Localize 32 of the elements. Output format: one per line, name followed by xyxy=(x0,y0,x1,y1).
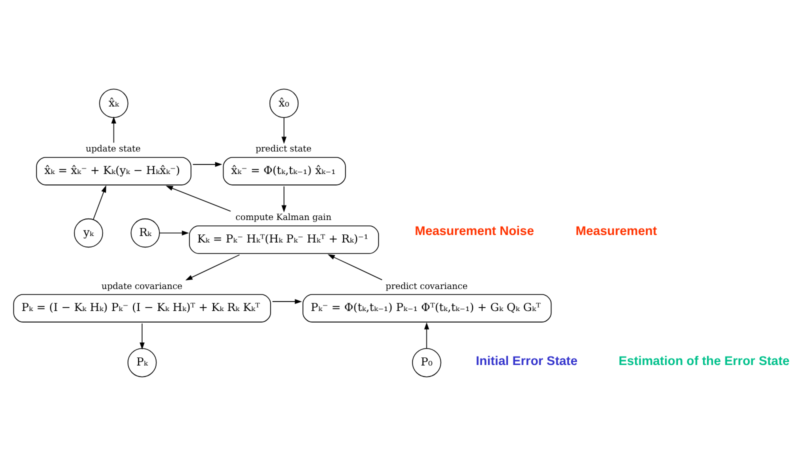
label: Estimation of the Error State xyxy=(618,354,790,368)
arrow xyxy=(159,230,189,236)
node-label: update state xyxy=(86,144,141,155)
node-circle: x̂ₖ xyxy=(99,88,128,118)
node-circle: Rₖ xyxy=(130,218,160,248)
arrow xyxy=(111,116,116,144)
arrow xyxy=(328,254,382,280)
node-circle: x̂₀ xyxy=(269,88,299,118)
node-box: Kₖ = Pₖ⁻ Hₖᵀ(Hₖ Pₖ⁻ Hₖᵀ + Rₖ)⁻¹ xyxy=(189,226,379,254)
node-box: Pₖ = (I − Kₖ Hₖ) Pₖ⁻ (I − Kₖ Hₖ)ᵀ + Kₖ Rₖ Kₖᵀ xyxy=(13,294,271,322)
node-label: compute Kalman gain xyxy=(236,213,332,224)
arrow xyxy=(185,254,240,280)
arrow xyxy=(282,117,286,144)
node-box: x̂ₖ = x̂ₖ⁻ + Kₖ(yₖ − Hₖx̂ₖ⁻) xyxy=(36,156,192,186)
node-label: predict covariance xyxy=(386,282,468,292)
arrow xyxy=(282,186,286,212)
node-box: x̂ₖ⁻ = Φ(tₖ,tₖ₋₁) x̂ₖ₋₁ xyxy=(222,156,346,186)
label: Initial Error State xyxy=(476,354,578,368)
node-circle: Pₖ xyxy=(128,348,157,378)
label: Measurement xyxy=(576,224,657,238)
arrow xyxy=(92,185,106,220)
node-circle: yₖ xyxy=(74,218,104,248)
arrow xyxy=(424,322,430,349)
arrow xyxy=(272,299,302,304)
arrow xyxy=(192,162,222,167)
label: Measurement Noise xyxy=(414,224,534,238)
node-circle: P₀ xyxy=(412,348,442,378)
arrow xyxy=(166,186,232,212)
arrow xyxy=(140,323,145,350)
node-label: update covariance xyxy=(102,282,182,292)
node-box: Pₖ⁻ = Φ(tₖ,tₖ₋₁) Pₖ₋₁ Φᵀ(tₖ,tₖ₋₁) + Gₖ Qₖ Gₖᵀ xyxy=(302,294,552,322)
node-label: predict state xyxy=(256,144,312,155)
